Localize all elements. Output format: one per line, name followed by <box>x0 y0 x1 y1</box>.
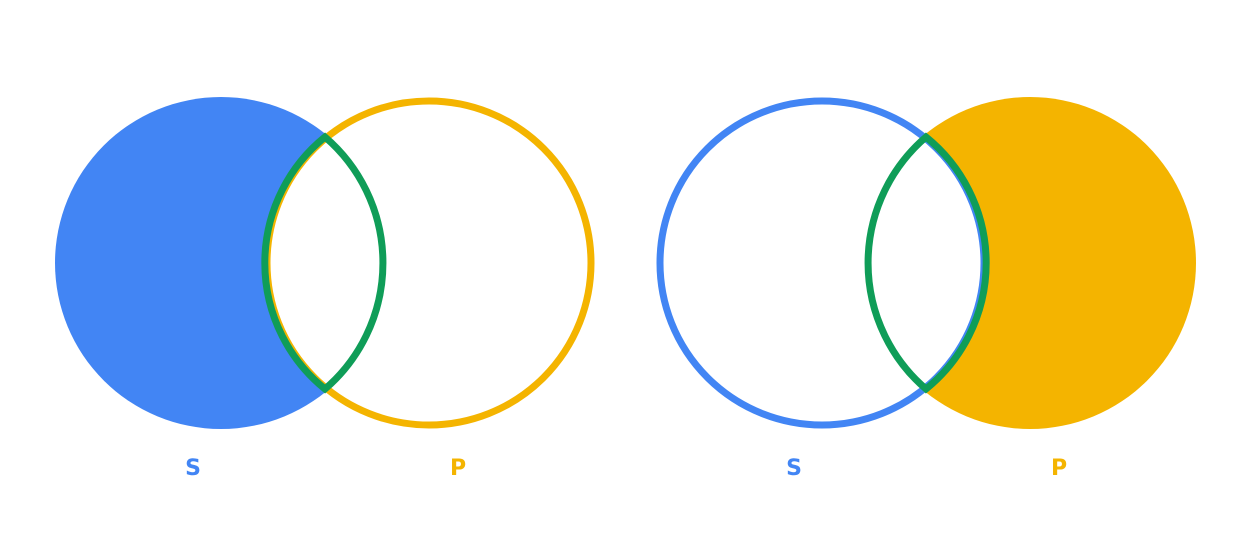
venn-diagram-right: S P <box>656 97 1196 481</box>
right-set-label-s: S <box>786 456 802 481</box>
right-p-only-region <box>864 97 1196 429</box>
left-set-label-p: P <box>450 456 466 481</box>
right-set-label-p: P <box>1051 456 1067 481</box>
venn-diagram-left: S P <box>55 97 595 481</box>
left-intersection-outline <box>261 132 387 394</box>
left-s-only-region <box>55 97 387 429</box>
left-set-label-s: S <box>185 456 201 481</box>
right-intersection-outline <box>864 132 990 394</box>
